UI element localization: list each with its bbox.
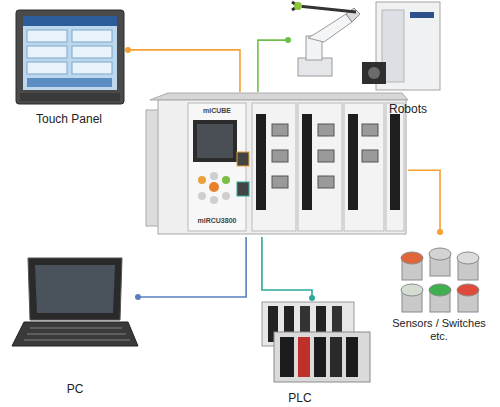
laptop-base	[12, 322, 138, 346]
robot-arm	[308, 14, 352, 42]
switch-cap	[401, 252, 423, 264]
panel-strip	[20, 93, 120, 101]
robot-base	[298, 58, 332, 76]
device-label: PC	[45, 382, 105, 396]
rack-top	[150, 93, 408, 100]
dsub-port	[272, 150, 288, 162]
plc-cpu	[298, 337, 310, 377]
cable-connector	[125, 47, 240, 92]
device-label: miRCU3800	[185, 217, 249, 225]
dsub-port	[272, 176, 288, 188]
servo-motor	[362, 62, 386, 84]
cable-end-dot	[437, 229, 443, 235]
key-button	[210, 172, 218, 180]
cable-line	[138, 237, 246, 297]
rack-front	[158, 100, 406, 234]
switch-cap	[457, 252, 479, 264]
cable-connector	[408, 170, 443, 235]
screen-tile	[27, 62, 67, 74]
screen-tile	[27, 30, 67, 42]
cable-end-dot	[309, 295, 315, 301]
dsub-port	[318, 124, 334, 136]
cable-connector	[258, 37, 291, 92]
screen-button-row	[27, 78, 112, 87]
key-button	[222, 176, 230, 184]
plc-module	[280, 337, 294, 377]
drive-badge	[410, 12, 434, 18]
laptop-screen	[35, 265, 115, 313]
device-label: Touch Panel	[10, 112, 128, 126]
panel-bezel	[16, 10, 124, 104]
plc-module	[330, 337, 342, 377]
controller-node: miCUBE miRCU3800	[140, 92, 408, 237]
device-label: Sensors / Switches etc.	[388, 317, 490, 343]
lcd-bezel	[193, 120, 237, 162]
io-module	[252, 103, 296, 231]
dsub-port	[362, 124, 378, 136]
screen-tile	[72, 62, 112, 74]
cable-end-dot	[285, 37, 291, 43]
screen-tile	[27, 46, 67, 58]
dsub-port	[362, 150, 378, 162]
lcd-screen	[197, 124, 233, 158]
device-node: Touch Panel	[10, 6, 128, 128]
port	[237, 182, 249, 196]
keyboard-rows	[24, 328, 130, 340]
switch-cap	[429, 248, 451, 260]
device-label: PLC	[270, 391, 330, 405]
cable-line	[408, 170, 440, 232]
device-node: Robots	[288, 0, 445, 118]
device-node: Sensors / Switches etc.	[388, 232, 490, 347]
io-module	[386, 103, 404, 231]
port	[237, 152, 249, 166]
key-button	[198, 192, 206, 200]
cable-end-dot	[125, 47, 131, 53]
switch-cap	[401, 284, 423, 296]
plc-module	[314, 337, 326, 377]
switch-cap	[429, 284, 451, 296]
screen-tile	[72, 46, 112, 58]
cable-line	[128, 50, 240, 92]
laptop-lid	[28, 258, 122, 320]
device-node: PLC	[252, 298, 372, 407]
device-node: PC	[12, 252, 138, 402]
plc-rack	[274, 332, 370, 382]
key-button	[209, 182, 219, 192]
panel-screen	[23, 16, 117, 90]
screen-tile	[72, 30, 112, 42]
cable-connector	[262, 237, 315, 301]
plc-module	[346, 337, 358, 377]
key-button	[210, 196, 218, 204]
cable-line	[258, 40, 288, 92]
io-module	[298, 103, 342, 231]
cpu-module	[188, 103, 246, 231]
screen-header	[23, 16, 117, 26]
device-label: Robots	[373, 102, 443, 116]
terminal-block	[348, 114, 358, 210]
key-button	[222, 192, 230, 200]
robot-tool	[294, 2, 302, 10]
io-module	[344, 103, 384, 231]
key-button	[198, 176, 206, 184]
terminal-block	[390, 114, 400, 210]
switch-cap	[457, 284, 479, 296]
dsub-port	[318, 150, 334, 162]
cable-connector	[135, 237, 246, 300]
dsub-port	[272, 124, 288, 136]
motor-shaft	[368, 67, 380, 79]
device-label: miCUBE	[188, 107, 246, 115]
terminal-block	[302, 114, 312, 210]
cable-end-dot	[135, 294, 141, 300]
terminal-block	[256, 114, 266, 210]
cable-line	[262, 237, 312, 298]
robot-gripper	[292, 2, 356, 12]
dsub-port	[318, 176, 334, 188]
